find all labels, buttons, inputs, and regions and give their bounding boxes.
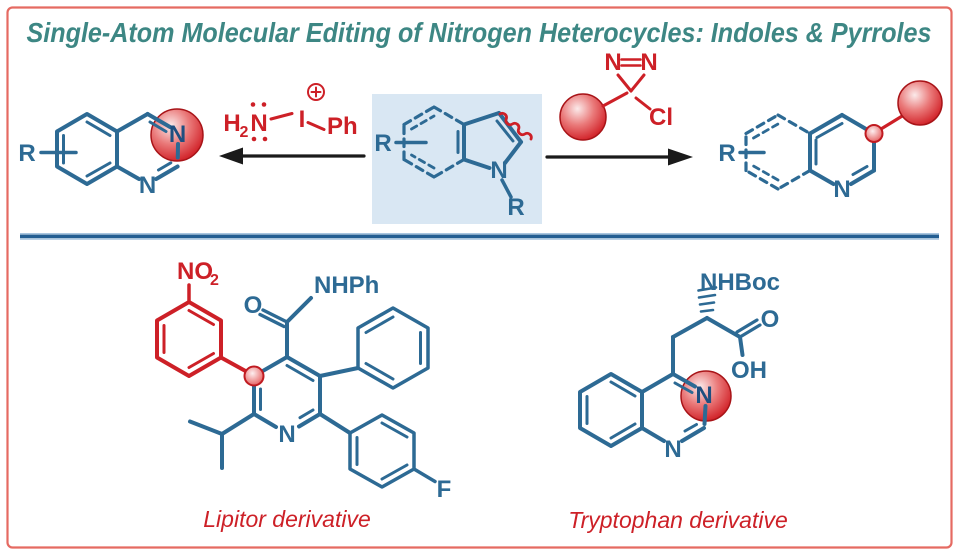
hydrogen-subscript: 2 xyxy=(240,124,249,141)
left-product-quinazoline: R N N xyxy=(18,108,204,199)
reaction-arrow-left xyxy=(219,147,366,165)
hydroxyl-label: OH xyxy=(731,357,767,384)
nitrogen-label: N xyxy=(833,176,850,203)
chlorine-label: Cl xyxy=(649,104,673,131)
hashed-stereo-bond xyxy=(697,286,718,313)
nitrogen-label: N xyxy=(169,121,186,148)
lone-pair-dot xyxy=(250,102,256,107)
lone-pair-dot xyxy=(251,136,257,142)
phenyl-label: Ph xyxy=(327,113,358,140)
nitrogen-label: N xyxy=(664,436,681,463)
r-group-label: R xyxy=(718,140,735,167)
tryptophan-derivative-structure: N N NHBoc O OH xyxy=(578,269,780,463)
bond-cleavage-squiggle xyxy=(498,111,533,141)
n-substituent-label: R xyxy=(507,194,524,221)
nitro-subscript: 2 xyxy=(210,272,219,289)
nitrogen-label: N xyxy=(695,382,712,409)
substrate-indole: R N R xyxy=(374,105,533,221)
iodine-label: I xyxy=(299,106,306,133)
inserted-carbon-dot xyxy=(243,365,265,387)
lipitor-caption: Lipitor derivative xyxy=(203,506,370,532)
nitrogen-label: N xyxy=(490,157,507,184)
r-group-label: R xyxy=(18,140,35,167)
nitro-label: NO xyxy=(177,258,213,285)
r-group-label: R xyxy=(374,130,391,157)
fluorine-label: F xyxy=(437,476,452,503)
lone-pair-dot xyxy=(262,136,268,142)
section-divider xyxy=(20,233,939,240)
inserted-carbon-dot xyxy=(864,124,884,143)
nitrogen-label: N xyxy=(139,172,156,199)
nitrogen-label: N xyxy=(250,110,267,137)
carbonyl-oxygen-label: O xyxy=(761,306,780,333)
carbonyl-oxygen-label: O xyxy=(244,292,263,319)
arrowhead-icon xyxy=(219,147,243,165)
amination-reagent: H 2 N I Ph xyxy=(223,83,358,142)
right-product-quinoline: R N xyxy=(718,80,943,203)
reaction-arrow-right xyxy=(545,148,693,166)
carbon-group-sphere xyxy=(897,80,943,126)
boc-amine-label: NHBoc xyxy=(700,269,780,296)
figure-title: Single-Atom Molecular Editing of Nitroge… xyxy=(27,17,932,48)
carbon-group-sphere xyxy=(559,93,607,141)
hydrogen-label: H xyxy=(223,110,240,137)
anilide-label: NHPh xyxy=(314,272,379,299)
nitrogen-label: N xyxy=(640,49,657,76)
positive-charge-icon xyxy=(307,83,325,101)
carbene-reagent-diazirine: N N Cl xyxy=(559,49,673,141)
tryptophan-caption: Tryptophan derivative xyxy=(568,507,787,533)
nitrogen-label: N xyxy=(278,421,295,448)
nitrogen-label: N xyxy=(604,49,621,76)
lipitor-derivative-structure: N O NHPh F NO xyxy=(155,258,452,503)
figure-border xyxy=(6,6,953,549)
arrowhead-icon xyxy=(668,148,693,166)
nitroaryl-group: NO 2 xyxy=(155,258,248,378)
lone-pair-dot xyxy=(261,102,267,107)
substrate-highlight-box xyxy=(372,94,542,224)
